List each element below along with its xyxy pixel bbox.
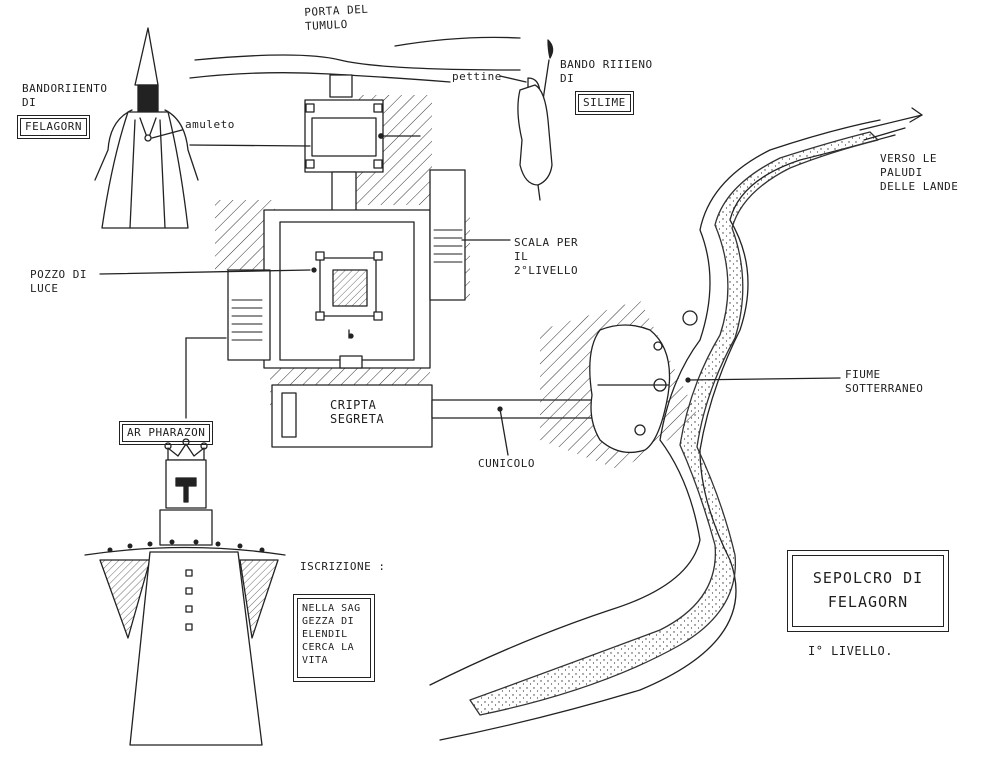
- porta-tumulo-label: PORTA DEL TUMULO: [304, 2, 369, 33]
- silime-standard-figure: [499, 39, 554, 201]
- felagorn-standard-figure: [94, 27, 199, 229]
- amuleto-label: amuleto: [185, 118, 235, 131]
- ar-pharazon-name-box: AR PHARAZON: [118, 421, 214, 445]
- felagorn-standard-label: BANDORIIENTO DI: [22, 82, 108, 109]
- cunicolo-label: CUNICOLO: [478, 457, 535, 470]
- ar-pharazon-figure: [84, 438, 286, 746]
- level-label: I° LIVELLO.: [808, 644, 893, 658]
- cripta-label: CRIPTA SEGRETA: [330, 398, 385, 426]
- underground-river: [429, 107, 923, 741]
- tomb-plan: [99, 36, 593, 456]
- felagorn-name-box: FELAGORN: [17, 115, 90, 139]
- title-cartouche: SEPOLCRO DI FELAGORN: [787, 550, 949, 632]
- pozzo-luce-label: POZZO DI LUCE: [30, 268, 87, 295]
- pettine-label: pettine: [452, 70, 502, 83]
- silime-name-box: SILIME: [575, 91, 634, 115]
- silime-standard-label: BANDO RIIIENO DI: [560, 58, 653, 85]
- verso-paludi-label: VERSO LE PALUDI DELLE LANDE: [880, 152, 959, 193]
- inscription-box: NELLA SAG GEZZA DI ELENDIL CERCA LA VITA: [293, 594, 375, 682]
- fiume-label: FIUME SOTTERRANEO: [845, 368, 924, 395]
- iscrizione-label: ISCRIZIONE :: [300, 560, 386, 573]
- scala-label: SCALA PER IL 2°LIVELLO: [514, 236, 579, 277]
